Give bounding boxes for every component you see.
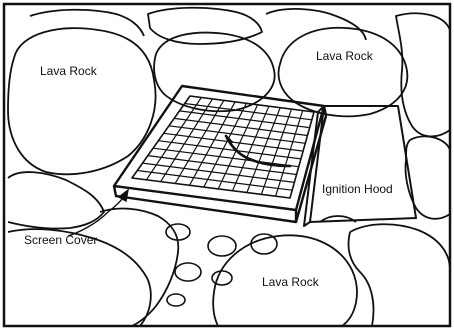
lava-rock-top-right-strip — [266, 9, 366, 40]
pebble — [212, 271, 232, 285]
lava-rock-top-left-shape — [8, 28, 156, 174]
pebbles-group — [166, 224, 277, 306]
lava-rock-bottom-right-shape — [348, 224, 450, 326]
screen-cover-arrow — [68, 190, 128, 236]
screen-cover — [114, 86, 326, 222]
pebble — [208, 236, 236, 256]
pebble — [175, 263, 201, 281]
diagram-frame — [4, 4, 450, 326]
label-lava-rock-top-left: Lava Rock — [40, 64, 98, 78]
pebble — [166, 224, 190, 240]
pebble — [251, 234, 277, 254]
lava-rock-left-mid-shape — [8, 172, 104, 228]
lava-rock-right-small-shape — [405, 136, 450, 218]
label-lava-rock-bottom: Lava Rock — [262, 275, 320, 289]
label-screen-cover: Screen Cover — [24, 233, 97, 247]
screen-cover-frame-front — [114, 186, 296, 222]
ignition-hood-body — [310, 106, 416, 222]
screen-cover-arrowhead — [119, 190, 128, 201]
label-lava-rock-top-right: Lava Rock — [316, 49, 374, 63]
pebble — [167, 294, 185, 306]
mesh-line-vertical — [190, 102, 236, 186]
label-ignition-hood: Ignition Hood — [322, 182, 393, 196]
ignition-hood — [304, 106, 416, 226]
lava-rock-far-right-shape — [396, 13, 450, 136]
